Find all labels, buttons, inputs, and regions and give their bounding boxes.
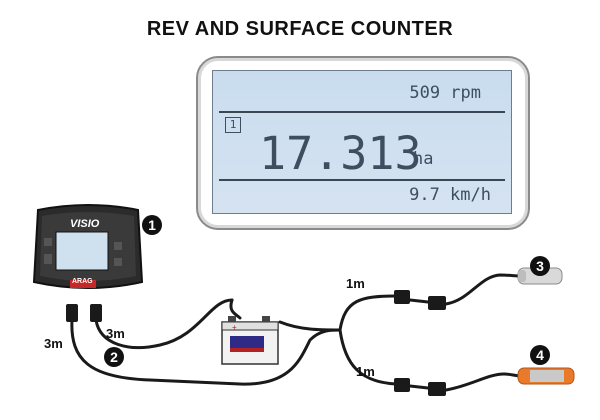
arag-label: ARAG — [72, 278, 93, 285]
cable-to-sensor-4 — [444, 372, 524, 392]
callout-4: 4 — [530, 345, 550, 365]
connector — [66, 304, 78, 322]
cable-label-upper: 1m — [346, 276, 365, 291]
lcd-screen: 509 rpm 1 17.313 ha 9.7 km/h — [212, 70, 512, 214]
connector — [428, 382, 446, 396]
connector — [394, 378, 410, 392]
battery-icon: + — [221, 316, 279, 365]
speed-readout: 9.7 km/h — [409, 185, 491, 205]
area-unit: ha — [413, 149, 434, 169]
device-button-enter — [114, 258, 122, 266]
callout-2: 2 — [104, 347, 124, 367]
battery-lead — [229, 298, 242, 320]
page-title: REV AND SURFACE COUNTER — [146, 18, 454, 40]
page-indicator: 1 — [225, 117, 241, 133]
lcd-display-panel: 509 rpm 1 17.313 ha 9.7 km/h — [196, 56, 530, 230]
cable-label-right: 3m — [106, 326, 125, 341]
device-brand-label: VISIO — [70, 218, 100, 230]
cable-lower-branch — [338, 328, 398, 386]
cable-battery — [278, 320, 342, 332]
callout-1: 1 — [142, 215, 162, 235]
arag-logo — [70, 280, 96, 288]
sensor-4-icon — [517, 367, 575, 385]
callout-3: 3 — [530, 256, 550, 276]
cable-left-3m — [70, 318, 342, 386]
device-button-menu — [44, 254, 52, 264]
device-button-power — [114, 242, 122, 250]
cable-to-sensor-3 — [444, 273, 522, 306]
visio-device — [32, 204, 144, 289]
connector — [394, 290, 410, 304]
cable-label-left: 3m — [44, 336, 63, 351]
connector — [90, 304, 102, 322]
lcd-divider — [219, 111, 505, 113]
cable-right-3m — [94, 298, 234, 349]
area-readout: 17.313 — [259, 127, 422, 180]
cable-segment — [408, 384, 430, 390]
cable-upper-branch — [338, 294, 398, 332]
lcd-divider — [219, 179, 505, 181]
connector — [428, 296, 446, 310]
cable-label-lower: 1m — [356, 364, 375, 379]
cable-segment — [408, 298, 430, 304]
device-button-esc — [44, 238, 52, 246]
device-screen — [55, 231, 109, 271]
rpm-readout: 509 rpm — [409, 83, 481, 103]
svg-text:+: + — [232, 323, 237, 332]
